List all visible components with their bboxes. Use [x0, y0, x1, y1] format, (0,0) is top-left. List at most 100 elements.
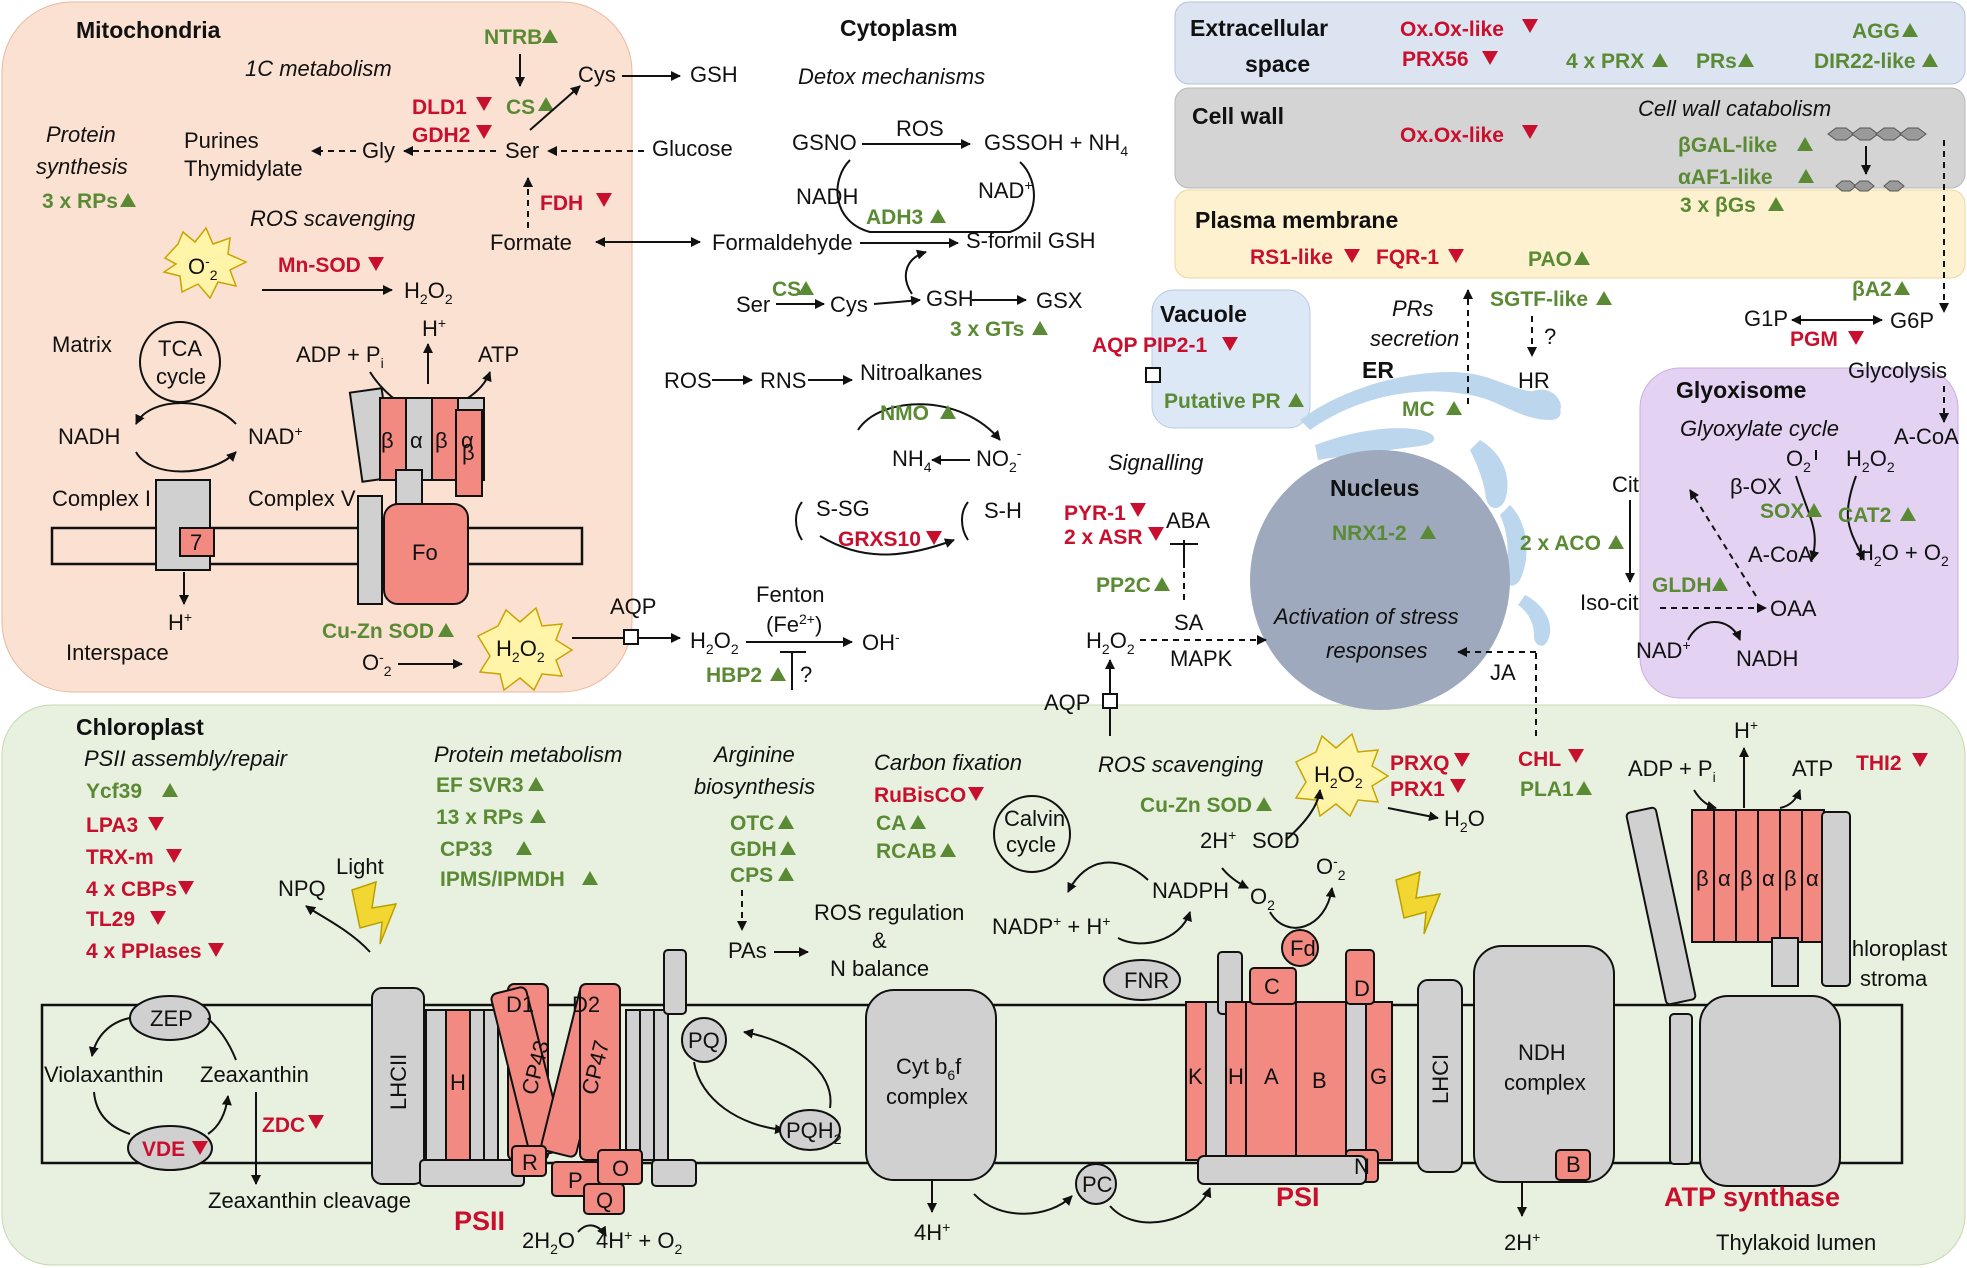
- activation-1: Activation of stress: [1272, 604, 1459, 629]
- svg-text:H: H: [450, 1070, 466, 1095]
- oxox-wall: Ox.Ox-like: [1400, 124, 1504, 147]
- atp-synthase: [1625, 806, 1851, 1187]
- svg-text:α: α: [1762, 866, 1775, 891]
- svg-text:H: H: [1228, 1064, 1244, 1089]
- psii-label: PSII: [454, 1206, 505, 1236]
- cys-cyto: Cys: [830, 292, 868, 317]
- rubisco-label: RuBisCO: [874, 784, 966, 807]
- gsh-label: GSH: [690, 62, 738, 87]
- er-title: ER: [1362, 357, 1394, 383]
- ros-cyto-2: ROS: [664, 368, 712, 393]
- dir22-label: DIR22-like: [1814, 50, 1916, 73]
- psii-assembly: PSII assembly/repair: [84, 746, 289, 771]
- aqp-chloro: AQP: [1044, 690, 1090, 715]
- svg-text:D: D: [1354, 976, 1370, 1001]
- otc-label: OTC: [730, 812, 774, 835]
- aqp-channel-vacuole: [1145, 367, 1161, 383]
- gts-label: 3 x GTs: [950, 318, 1024, 341]
- activation-2: responses: [1326, 638, 1428, 663]
- nadph-label: NADPH: [1152, 878, 1229, 903]
- cell-wall-title: Cell wall: [1192, 103, 1284, 129]
- svg-text:A: A: [1264, 1064, 1279, 1089]
- nmo-label: NMO: [880, 402, 929, 425]
- fe-label: (Fe2+): [766, 611, 822, 637]
- dld1-label: DLD1: [412, 96, 467, 119]
- rosreg-2: &: [872, 928, 887, 953]
- extracellular-title-2: space: [1245, 51, 1310, 77]
- hr-label: HR: [1518, 368, 1550, 393]
- up-triangle-icon: [1446, 401, 1462, 415]
- hexagon-chain-icon: [1827, 127, 1927, 192]
- ba2-label: βA2: [1852, 278, 1892, 301]
- chloroplast-stroma-2: stroma: [1860, 966, 1928, 991]
- pao-label: PAO: [1528, 248, 1572, 271]
- svg-text:FNR: FNR: [1124, 968, 1169, 993]
- h2o2-glyox: H2O2: [1846, 446, 1895, 475]
- svg-text:N: N: [1354, 1154, 1370, 1179]
- prx4-label: 4 x PRX: [1566, 50, 1644, 73]
- cu-zn-sod-mito: Cu-Zn SOD: [322, 620, 434, 643]
- glyoxylate-cycle: Glyoxylate cycle: [1680, 416, 1839, 441]
- atp-mito: ATP: [478, 342, 519, 367]
- s-sg-label: S-SG: [816, 496, 870, 521]
- svg-text:G: G: [1370, 1064, 1387, 1089]
- cytoplasm-title: Cytoplasm: [840, 15, 958, 41]
- cyt-label-1: Cyt b6f: [896, 1054, 962, 1083]
- npq-label: NPQ: [278, 876, 326, 901]
- tca-label-1: TCA: [158, 336, 202, 361]
- svg-text:PQH2: PQH2: [786, 1118, 842, 1147]
- hplus-mito: H+: [422, 315, 446, 341]
- svg-text:PQ: PQ: [688, 1028, 720, 1053]
- psi-complex: [1185, 929, 1463, 1185]
- rs1-label: RS1-like: [1250, 246, 1333, 269]
- cs-label: CS: [506, 96, 535, 119]
- matrix-label: Matrix: [52, 332, 112, 357]
- hplus-chloro: H+: [1734, 717, 1758, 743]
- chl-label: CHL: [1518, 748, 1561, 771]
- gly-label: Gly: [362, 138, 395, 163]
- complex-i-subunit-7: [179, 527, 215, 557]
- thylakoid-lumen-label: Thylakoid lumen: [1716, 1230, 1876, 1255]
- svg-text:PC: PC: [1082, 1172, 1113, 1197]
- nucleus-title: Nucleus: [1330, 475, 1419, 501]
- prx1-label: PRX1: [1390, 778, 1445, 801]
- sox-label: SOX: [1760, 500, 1804, 523]
- gssoh-label: GSSOH + NH4: [984, 130, 1128, 159]
- oh-label: OH-: [862, 629, 900, 655]
- o2-minus-mito: O-2: [362, 649, 392, 679]
- zdc-label: ZDC: [262, 1114, 305, 1137]
- detox-mechanisms: Detox mechanisms: [798, 64, 985, 89]
- rosreg-1: ROS regulation: [814, 900, 964, 925]
- nucleus: [1250, 450, 1510, 710]
- aqp-cyto: AQP: [610, 594, 656, 619]
- oaa-label: OAA: [1770, 596, 1817, 621]
- prx56-label: PRX56: [1402, 48, 1469, 71]
- glyoxisome-region: [1639, 367, 1959, 699]
- sgtf-label: SGTF-like: [1490, 288, 1588, 311]
- pc: [1075, 1163, 1117, 1205]
- mn-sod-label: Mn-SOD: [278, 254, 361, 277]
- calvin-2: cycle: [1006, 832, 1056, 857]
- h2o2-cyto: H2O2: [690, 628, 739, 657]
- svg-text:P: P: [568, 1168, 583, 1193]
- svg-text:α: α: [410, 428, 423, 453]
- ntrb-label: NTRB: [484, 26, 542, 49]
- acoa-glyox: A-CoA: [1748, 542, 1813, 567]
- fnr: [1103, 959, 1181, 1001]
- mapk-label: MAPK: [1170, 646, 1233, 671]
- cbps-label: 4 x CBPs: [86, 878, 177, 901]
- svg-text:D2: D2: [572, 992, 600, 1017]
- mc-label: MC: [1402, 398, 1435, 421]
- ser-cyto: Ser: [736, 292, 770, 317]
- svg-text:β: β: [1696, 866, 1709, 891]
- cyt-4h: 4H+: [914, 1219, 950, 1245]
- pas-label: PAs: [728, 938, 767, 963]
- lhcii-label: LHCII: [386, 1054, 411, 1110]
- atp-chloro: ATP: [1792, 756, 1833, 781]
- ja-label: JA: [1490, 660, 1516, 685]
- fo-label: Fo: [412, 540, 438, 565]
- g1p-label: G1P: [1744, 306, 1788, 331]
- nad-cyto: NAD+: [978, 177, 1033, 203]
- ppiases-label: 4 x PPIases: [86, 940, 202, 963]
